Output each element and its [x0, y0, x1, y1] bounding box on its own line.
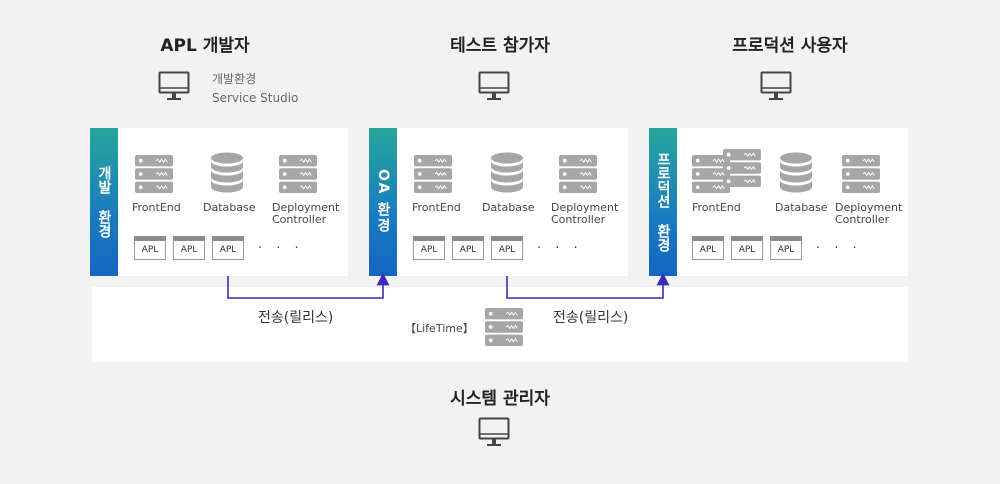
production-user-title: 프로덕션 사용자 [732, 36, 848, 56]
controller-line1: Deployment [551, 201, 619, 214]
apl-app-box: APL [173, 236, 205, 260]
frontend-label: FrontEnd [412, 201, 461, 214]
admin-title: 시스템 관리자 [450, 389, 550, 409]
frontend-label: FrontEnd [132, 201, 181, 214]
server-icon [414, 154, 452, 194]
tester-title: 테스트 참가자 [450, 36, 550, 56]
monitor-icon [760, 71, 792, 101]
server-icon [842, 154, 880, 194]
server-icon [135, 154, 173, 194]
controller-line1: Deployment [835, 201, 903, 214]
database-label: Database [775, 201, 828, 214]
server-icon [723, 148, 761, 188]
production-environment-bar: 프로덕션 환경 [649, 128, 677, 276]
apl-app-box: APL [692, 236, 724, 260]
transfer-release-label-right: 전송(릴리스) [553, 310, 629, 326]
developer-tool-info: 개발환경 Service Studio [212, 70, 298, 108]
dev-environment-bar: 개발 환경 [90, 128, 118, 276]
controller-line2: Controller [551, 213, 606, 226]
more-apps-ellipsis: · · · [537, 241, 583, 256]
monitor-icon [478, 417, 510, 447]
server-icon [279, 154, 317, 194]
database-icon [490, 152, 524, 194]
apl-app-box: APL [491, 236, 523, 260]
database-icon [779, 152, 813, 194]
apl-app-box: APL [212, 236, 244, 260]
dev-env-label: 개발환경 [212, 72, 257, 86]
apl-app-box: APL [770, 236, 802, 260]
oa-environment-label: OA 환경 [375, 169, 391, 235]
developer-title: APL 개발자 [160, 36, 250, 56]
apl-app-box: APL [413, 236, 445, 260]
transfer-release-label-left: 전송(릴리스) [258, 310, 334, 326]
apl-app-box: APL [452, 236, 484, 260]
server-icon [559, 154, 597, 194]
database-label: Database [203, 201, 256, 214]
dev-environment-label: 개발 환경 [96, 166, 112, 238]
apl-app-box: APL [731, 236, 763, 260]
more-apps-ellipsis: · · · [816, 241, 862, 256]
monitor-icon [158, 71, 190, 101]
controller-line2: Controller [835, 213, 890, 226]
lifetime-label: 【LifeTime】 [405, 322, 474, 335]
monitor-icon [478, 71, 510, 101]
frontend-label: FrontEnd [692, 201, 741, 214]
oa-environment-bar: OA 환경 [369, 128, 397, 276]
server-icon [485, 307, 523, 347]
database-icon [210, 152, 244, 194]
more-apps-ellipsis: · · · [258, 241, 304, 256]
controller-line1: Deployment [272, 201, 340, 214]
production-environment-label: 프로덕션 환경 [655, 152, 671, 252]
database-label: Database [482, 201, 535, 214]
apl-app-box: APL [134, 236, 166, 260]
controller-line2: Controller [272, 213, 327, 226]
service-studio-label: Service Studio [212, 91, 299, 105]
